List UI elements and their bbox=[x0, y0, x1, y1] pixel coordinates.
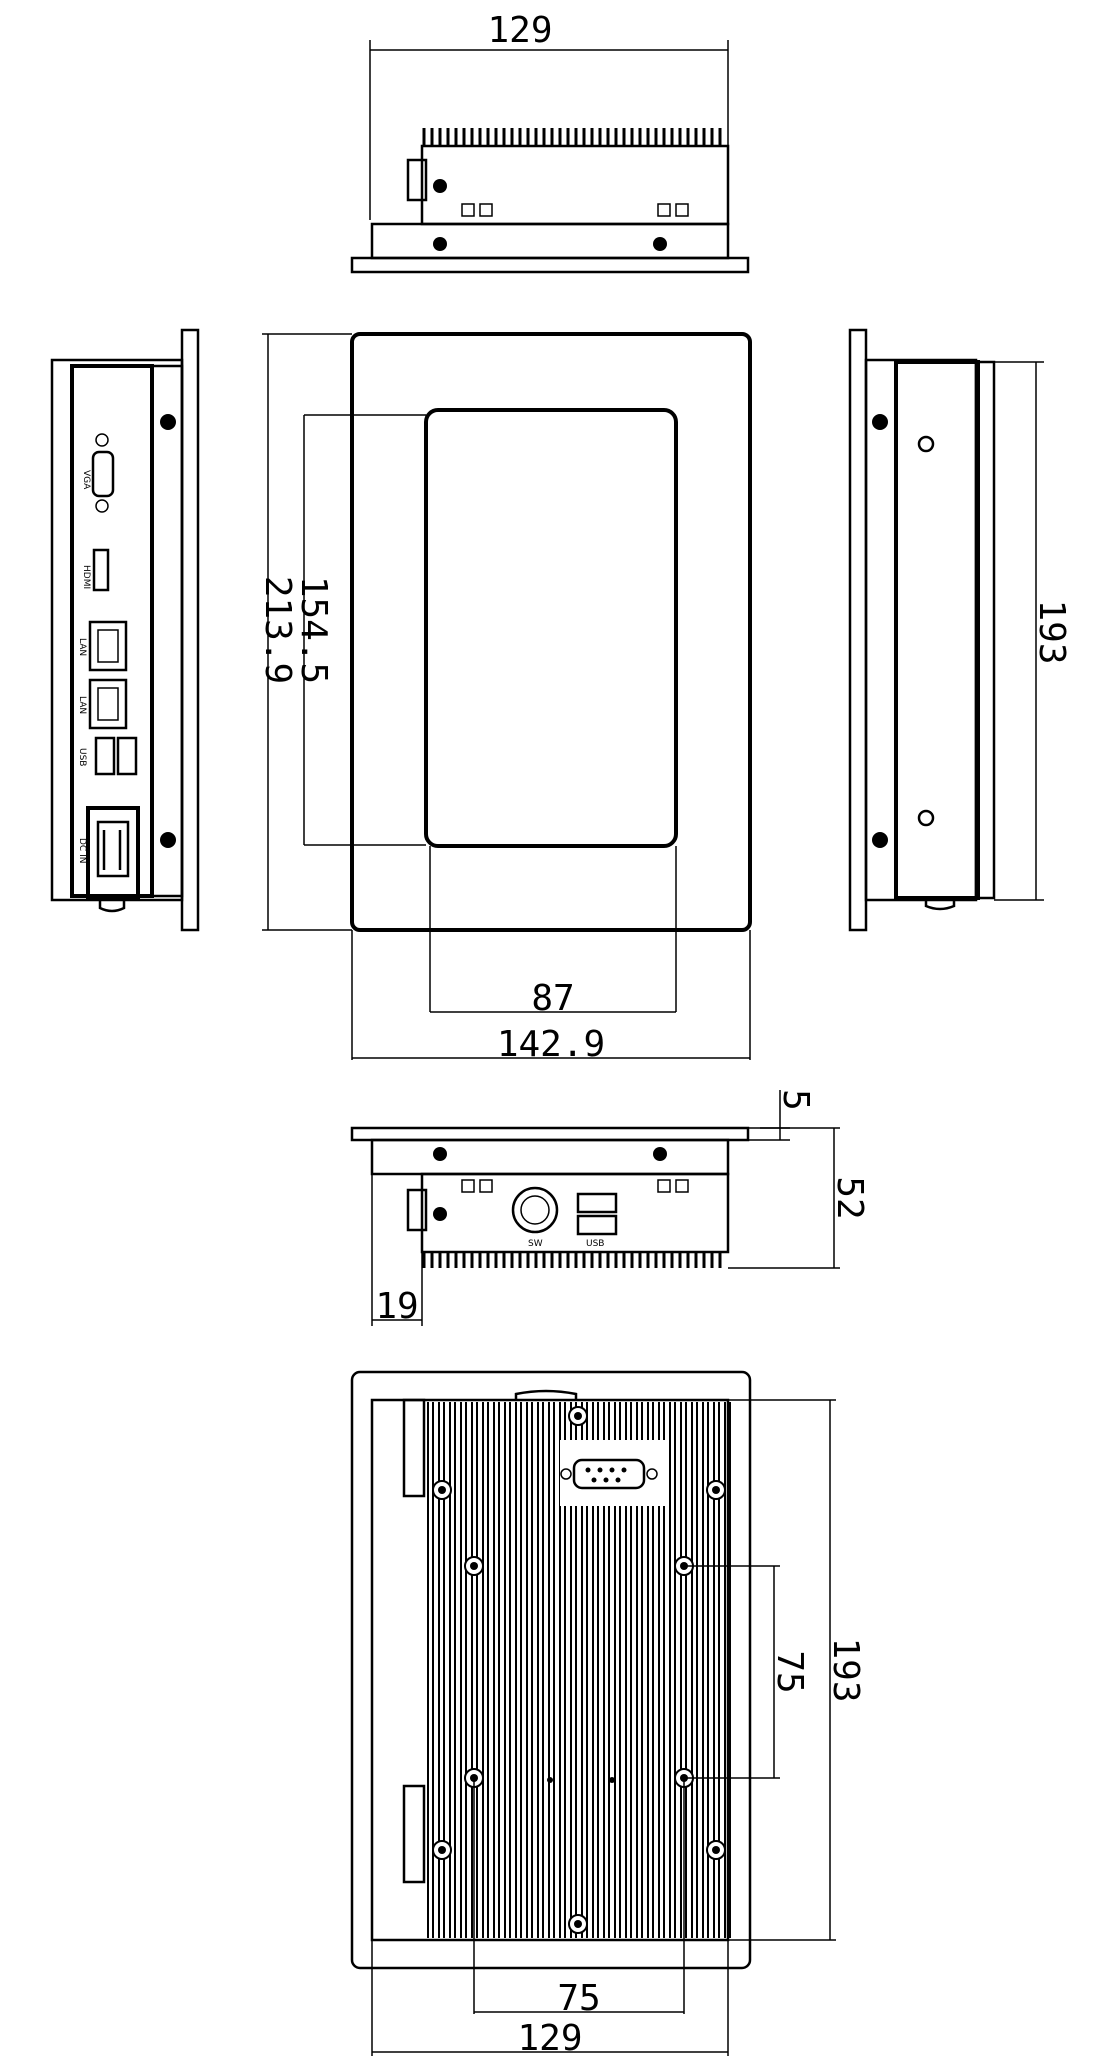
top-view: 129 bbox=[350, 10, 750, 274]
lan2-label: LAN bbox=[77, 696, 87, 714]
dc-in-label: DC IN bbox=[77, 838, 87, 863]
rear-screws bbox=[432, 1406, 726, 1934]
usb-bottom-label: USB bbox=[586, 1239, 604, 1249]
front-view: 154.5 213.9 87 142.9 bbox=[257, 332, 752, 1065]
bottom-heatsink-fins bbox=[422, 1252, 722, 1268]
lan1-label: LAN bbox=[77, 638, 87, 656]
flange-label: 5 bbox=[775, 1089, 816, 1111]
right-side-view: 193 bbox=[848, 328, 1072, 932]
top-heatsink-fins bbox=[422, 128, 722, 146]
rear-height-label: 193 bbox=[825, 1637, 866, 1702]
top-width-label: 129 bbox=[487, 10, 552, 51]
outer-height-label: 213.9 bbox=[257, 576, 298, 684]
bottom-view: SW USB 5 52 19 bbox=[350, 1089, 870, 1327]
depth-label: 52 bbox=[829, 1176, 870, 1219]
vesa-horizontal-label: 75 bbox=[557, 1978, 600, 2019]
screen-height-label: 154.5 bbox=[293, 576, 334, 684]
sw-label: SW bbox=[528, 1239, 543, 1249]
screen-width-label: 87 bbox=[531, 978, 574, 1019]
left-side-view: VGA HDMI LAN LAN USB DC IN bbox=[50, 328, 200, 932]
rear-width-label: 129 bbox=[517, 2018, 582, 2059]
right-height-label: 193 bbox=[1031, 599, 1072, 664]
outer-width-label: 142.9 bbox=[497, 1024, 605, 1065]
hdmi-label: HDMI bbox=[81, 565, 91, 589]
usb-label: USB bbox=[77, 748, 87, 766]
rear-view: 75 193 75 129 bbox=[350, 1370, 866, 2059]
offset-label: 19 bbox=[375, 1286, 418, 1327]
vesa-vertical-label: 75 bbox=[769, 1650, 810, 1693]
vga-label: VGA bbox=[81, 470, 91, 490]
